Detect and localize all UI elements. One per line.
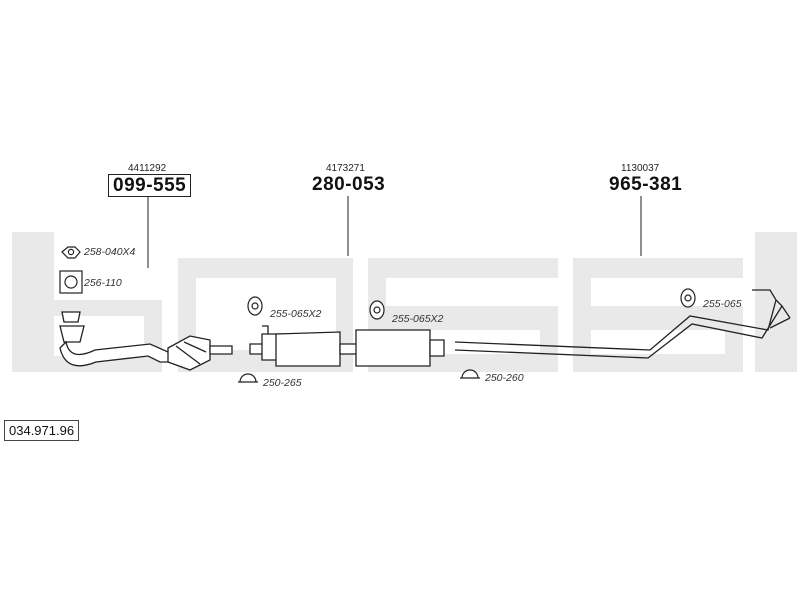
callout-mount-2: 255-065X2 — [392, 313, 444, 325]
rubber-mount-icon-2 — [369, 300, 385, 320]
callout-mount-1: 255-065X2 — [270, 308, 322, 320]
rear-pipe — [454, 289, 791, 359]
rubber-mount-icon-1 — [247, 296, 263, 316]
part-number-1: 099-555 — [108, 174, 192, 197]
front-pipe-catalyst — [59, 311, 233, 371]
part-number-3: 965-381 — [609, 174, 683, 195]
callout-clamp-2: 250-260 — [485, 372, 524, 384]
oem-number-3: 1130037 — [621, 163, 660, 174]
clamp-icon-1 — [238, 373, 258, 383]
oem-number-1: 4411292 — [128, 163, 167, 174]
part-number-2: 280-053 — [312, 174, 386, 195]
clamp-icon-2 — [460, 369, 480, 379]
callout-nut: 258-040X4 — [84, 246, 136, 258]
catalog-number: 034.971.96 — [4, 420, 80, 441]
callout-gasket: 256-110 — [84, 277, 122, 289]
rubber-mount-icon-3 — [680, 288, 696, 308]
oem-number-2: 4173271 — [326, 163, 365, 174]
nut-icon — [61, 246, 81, 259]
gasket-icon — [59, 270, 83, 294]
middle-silencers — [249, 325, 445, 367]
callout-mount-3: 255-065 — [703, 298, 742, 310]
callout-clamp-1: 250-265 — [263, 377, 302, 389]
